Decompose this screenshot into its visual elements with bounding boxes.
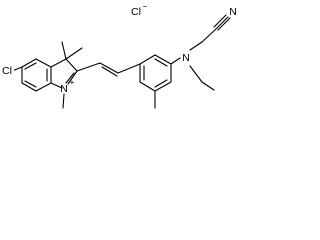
amine-nitrogen: N (182, 52, 190, 64)
indole-benzene-ring (21, 58, 52, 92)
chloride-charge: − (143, 2, 148, 11)
gem-dimethyl (61, 41, 83, 60)
n-methyl-bond (62, 93, 65, 109)
chloride-counter-ion: Cl (131, 6, 141, 18)
indolium-charge: + (70, 78, 75, 87)
vinyl-linker (76, 62, 141, 77)
chloro-atom: Cl (2, 65, 12, 77)
amine-bonds (170, 14, 231, 91)
indolium-nitrogen: N (60, 83, 68, 95)
phenyl-ring (139, 54, 172, 92)
chemical-structure: Cl − Cl N + (0, 2, 237, 109)
indolium-five-ring (50, 58, 78, 89)
nitrile-nitrogen: N (229, 6, 237, 18)
